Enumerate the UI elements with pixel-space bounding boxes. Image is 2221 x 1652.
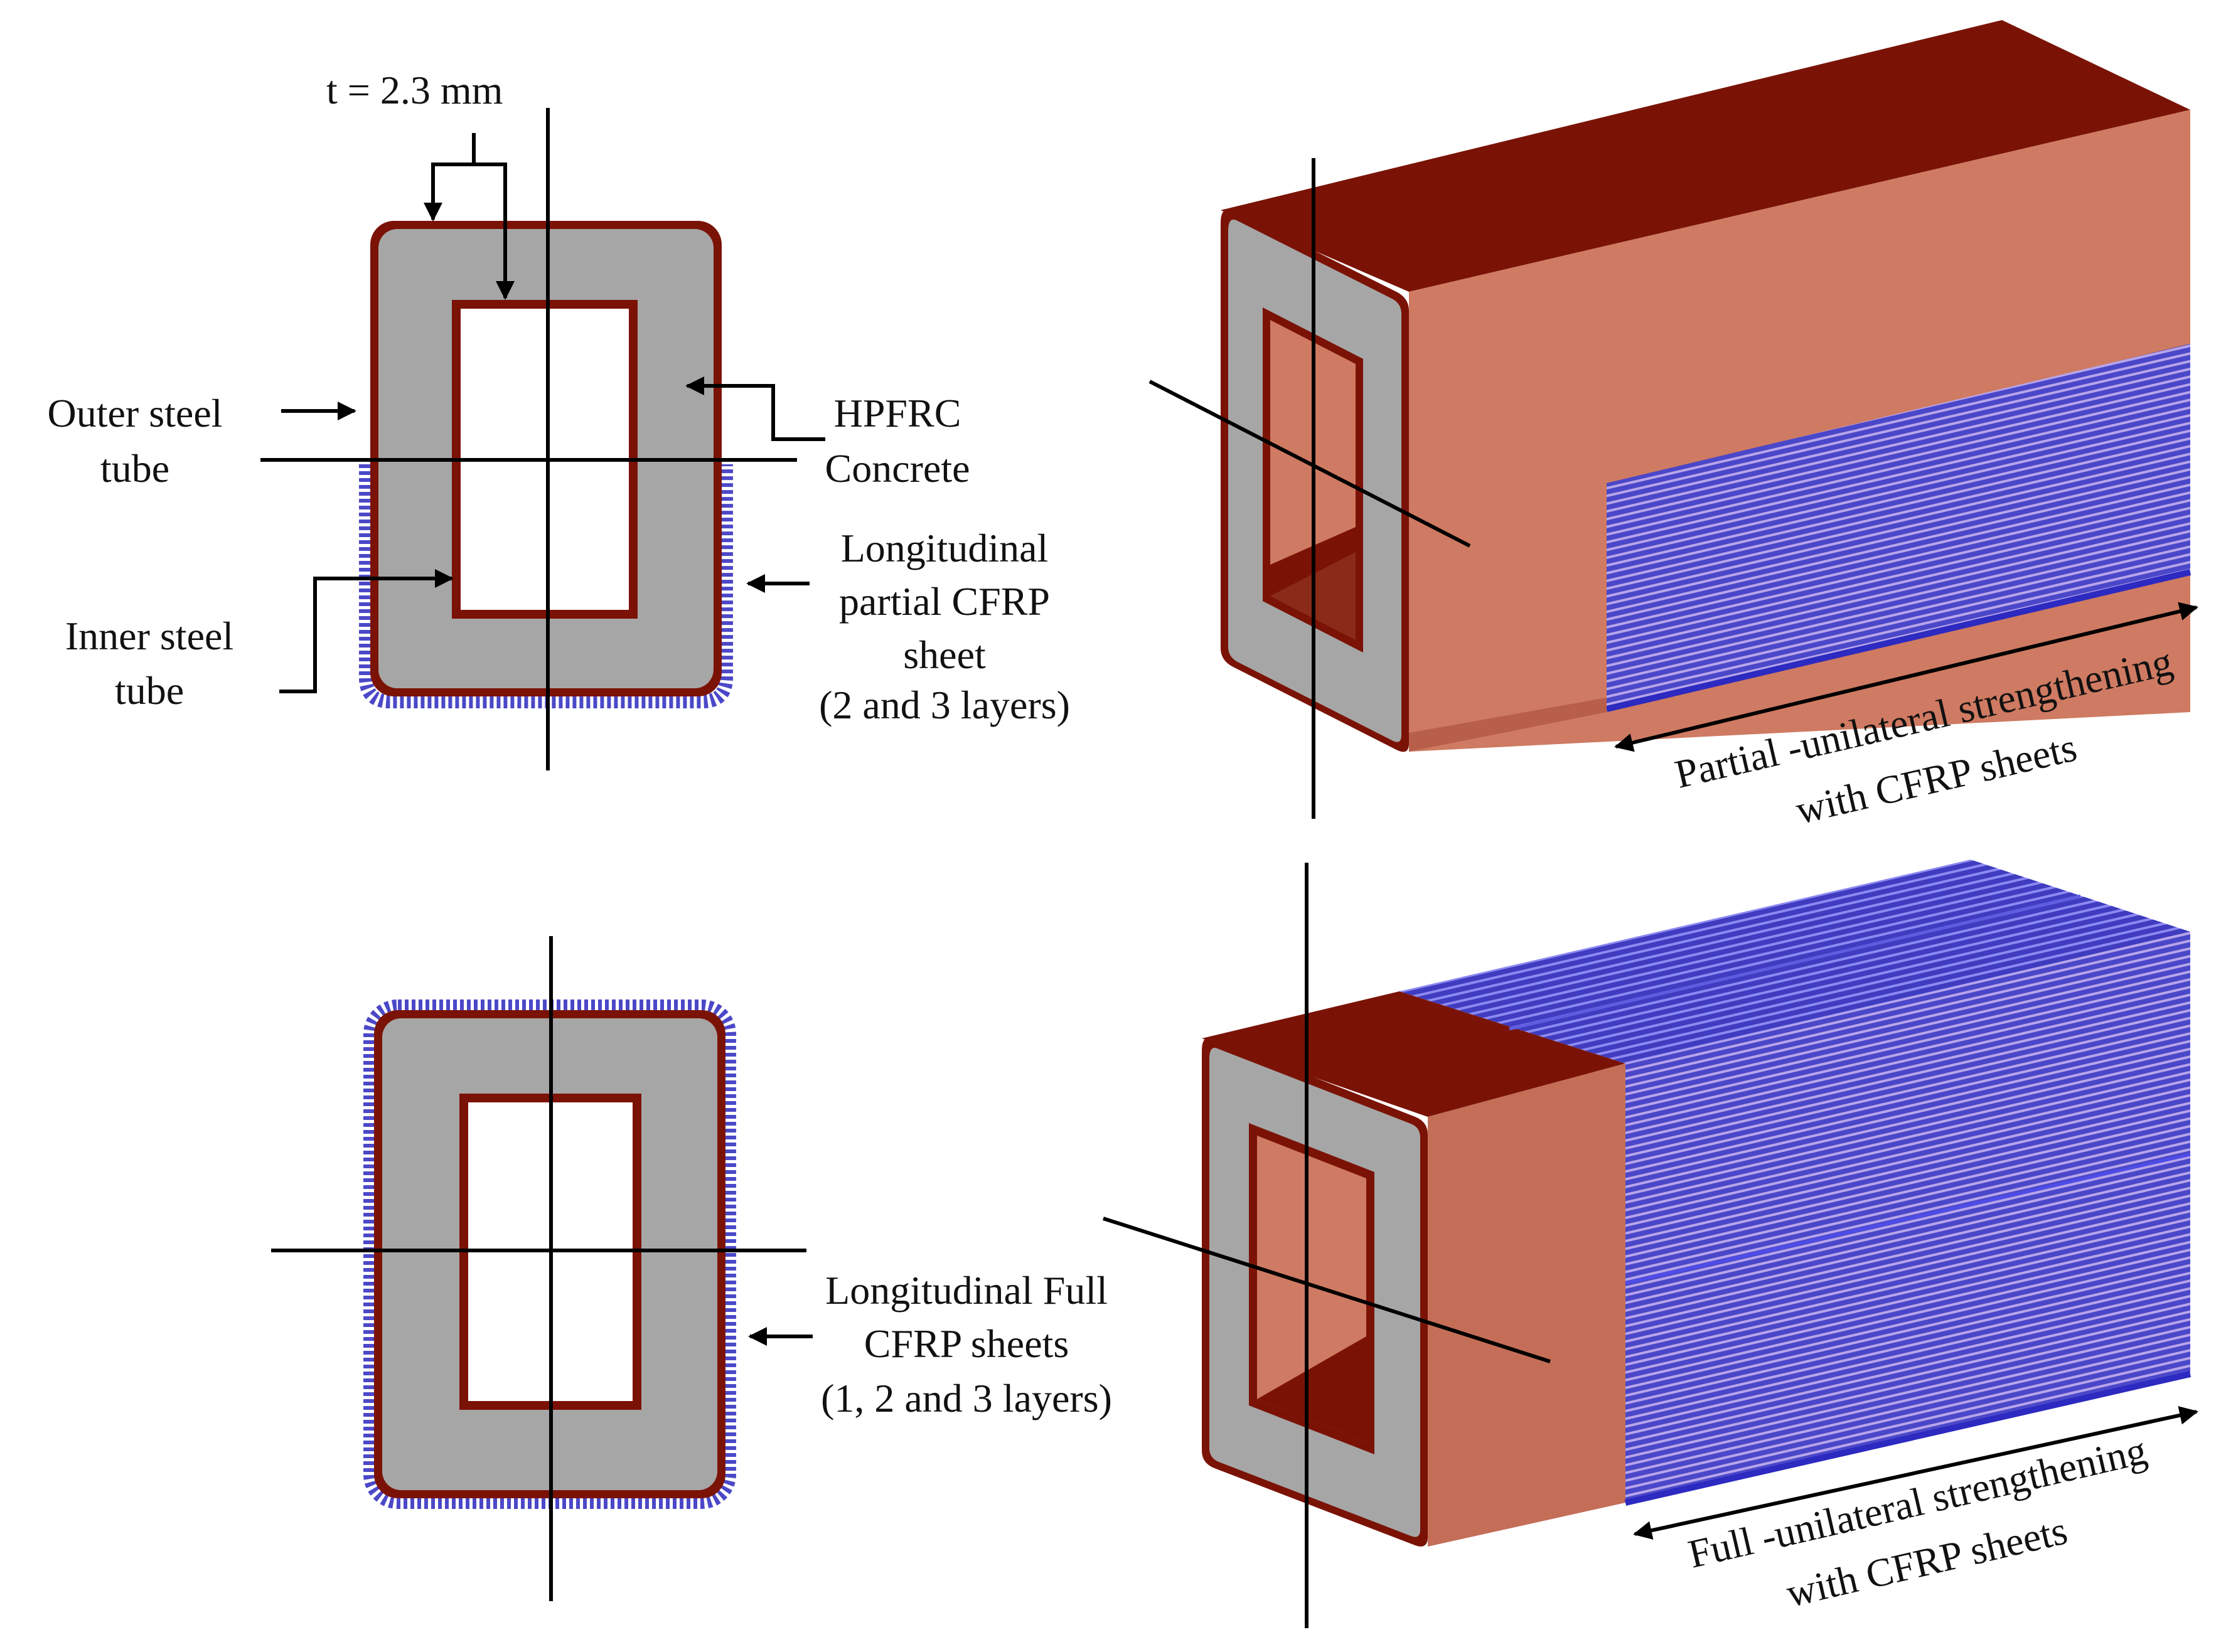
inner-tube-text-2: tube (115, 668, 184, 713)
partial-text-4: (2 and 3 layers) (819, 683, 1070, 727)
partial-text-3: sheet (903, 632, 986, 677)
full-cfrp-label: Longitudinal Full CFRP sheets (1, 2 and … (748, 1268, 1112, 1420)
partial-extent-arrow (1614, 602, 2198, 752)
outer-steel-tube-label: Outer steel tube (48, 391, 356, 491)
side-face-steel (1428, 1063, 1625, 1547)
thickness-arrow-outer (424, 133, 476, 221)
full-text-1: Longitudinal Full (825, 1268, 1108, 1313)
column-3d-partial (1148, 20, 2192, 819)
full-text-2: CFRP sheets (864, 1321, 1069, 1366)
hpfrc-label: HPFRC Concrete (685, 376, 970, 491)
top-face (1221, 20, 2190, 292)
partial-text-2: partial CFRP (839, 579, 1050, 624)
diagonal-axis (1103, 1217, 1551, 1363)
full-extent-arrow (1633, 1406, 2198, 1540)
partial-text-1: Longitudinal (841, 526, 1049, 570)
end-face-hollow-shadow (1257, 1336, 1366, 1442)
column-3d-full (1103, 860, 2192, 1628)
partial-cfrp-label: Longitudinal partial CFRP sheet (2 and 3… (746, 526, 1070, 727)
hpfrc-text-1: HPFRC (834, 391, 961, 435)
side-bottom-band (1409, 698, 1607, 752)
outer-tube-text-1: Outer steel (48, 391, 223, 435)
side-face-seam (1625, 1153, 2191, 1285)
outer-tube-text-2: tube (100, 446, 169, 491)
inner-tube-arrow (279, 569, 454, 693)
thickness-annotation: t = 2.3 mm (326, 68, 515, 300)
thickness-arrow-inner (474, 163, 515, 300)
top-face-seam (1509, 894, 2081, 1031)
hpfrc-arrow (685, 376, 825, 441)
thickness-label: t = 2.3 mm (326, 68, 503, 112)
full-text-3: (1, 2 and 3 layers) (821, 1376, 1112, 1420)
inner-tube-text-1: Inner steel (65, 614, 233, 658)
cross-section-partial (260, 108, 797, 770)
cross-section-full (271, 936, 806, 1601)
hpfrc-text-2: Concrete (825, 446, 970, 491)
diagonal-axis (1148, 380, 1471, 548)
inner-steel-tube-label: Inner steel tube (65, 569, 454, 713)
